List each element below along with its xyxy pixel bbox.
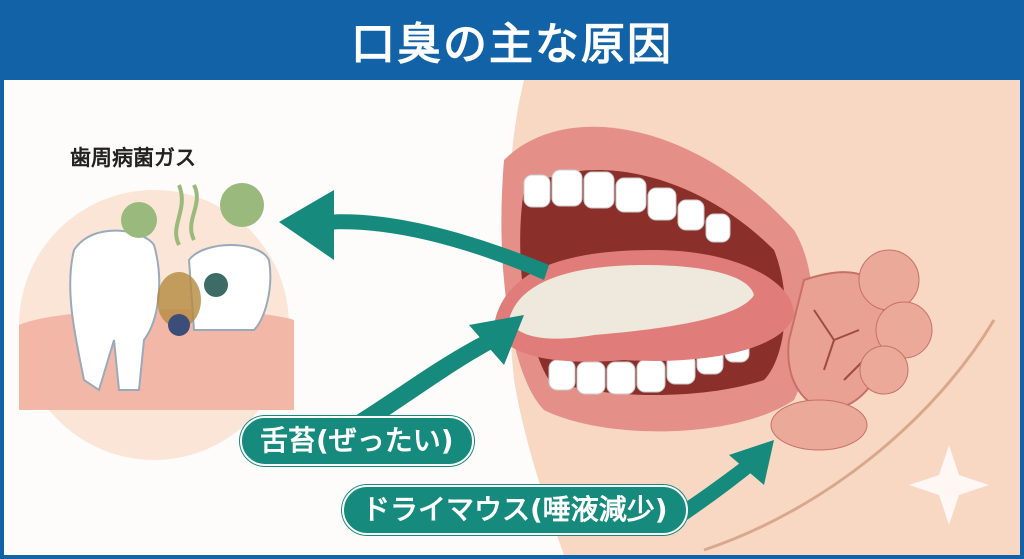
gas-cloud-icon <box>121 202 157 238</box>
arrow-to-gland <box>674 440 774 522</box>
tongue-coating <box>509 265 754 339</box>
bacteria-icon <box>204 273 228 297</box>
gland-lobe <box>858 249 920 311</box>
tongue-coating-label: 舌苔(ぜったい) <box>240 416 474 466</box>
illustration-canvas: 歯周病菌ガス 舌苔(ぜったい) ドライマウス(唾液減少) <box>4 80 1020 555</box>
jaw-line <box>703 319 996 552</box>
plaque <box>157 272 201 328</box>
illustration <box>19 80 1020 555</box>
bacteria-icon <box>168 314 190 336</box>
dry-mouth-label: ドライマウス(唾液減少) <box>342 485 688 535</box>
page-title: 口臭の主な原因 <box>351 19 673 70</box>
odor-wisps-icon <box>174 184 199 246</box>
periodontal-gas-label: 歯周病菌ガス <box>70 146 196 170</box>
header-banner: 口臭の主な原因 <box>0 0 1024 80</box>
gland-lobe <box>859 345 909 395</box>
arrow-to-gum <box>279 190 549 280</box>
tooth-right <box>187 244 272 331</box>
upper-teeth <box>523 169 731 243</box>
sparkle-icon <box>909 445 989 525</box>
gas-cloud-icon <box>220 183 264 227</box>
gland-lobe <box>770 399 868 451</box>
